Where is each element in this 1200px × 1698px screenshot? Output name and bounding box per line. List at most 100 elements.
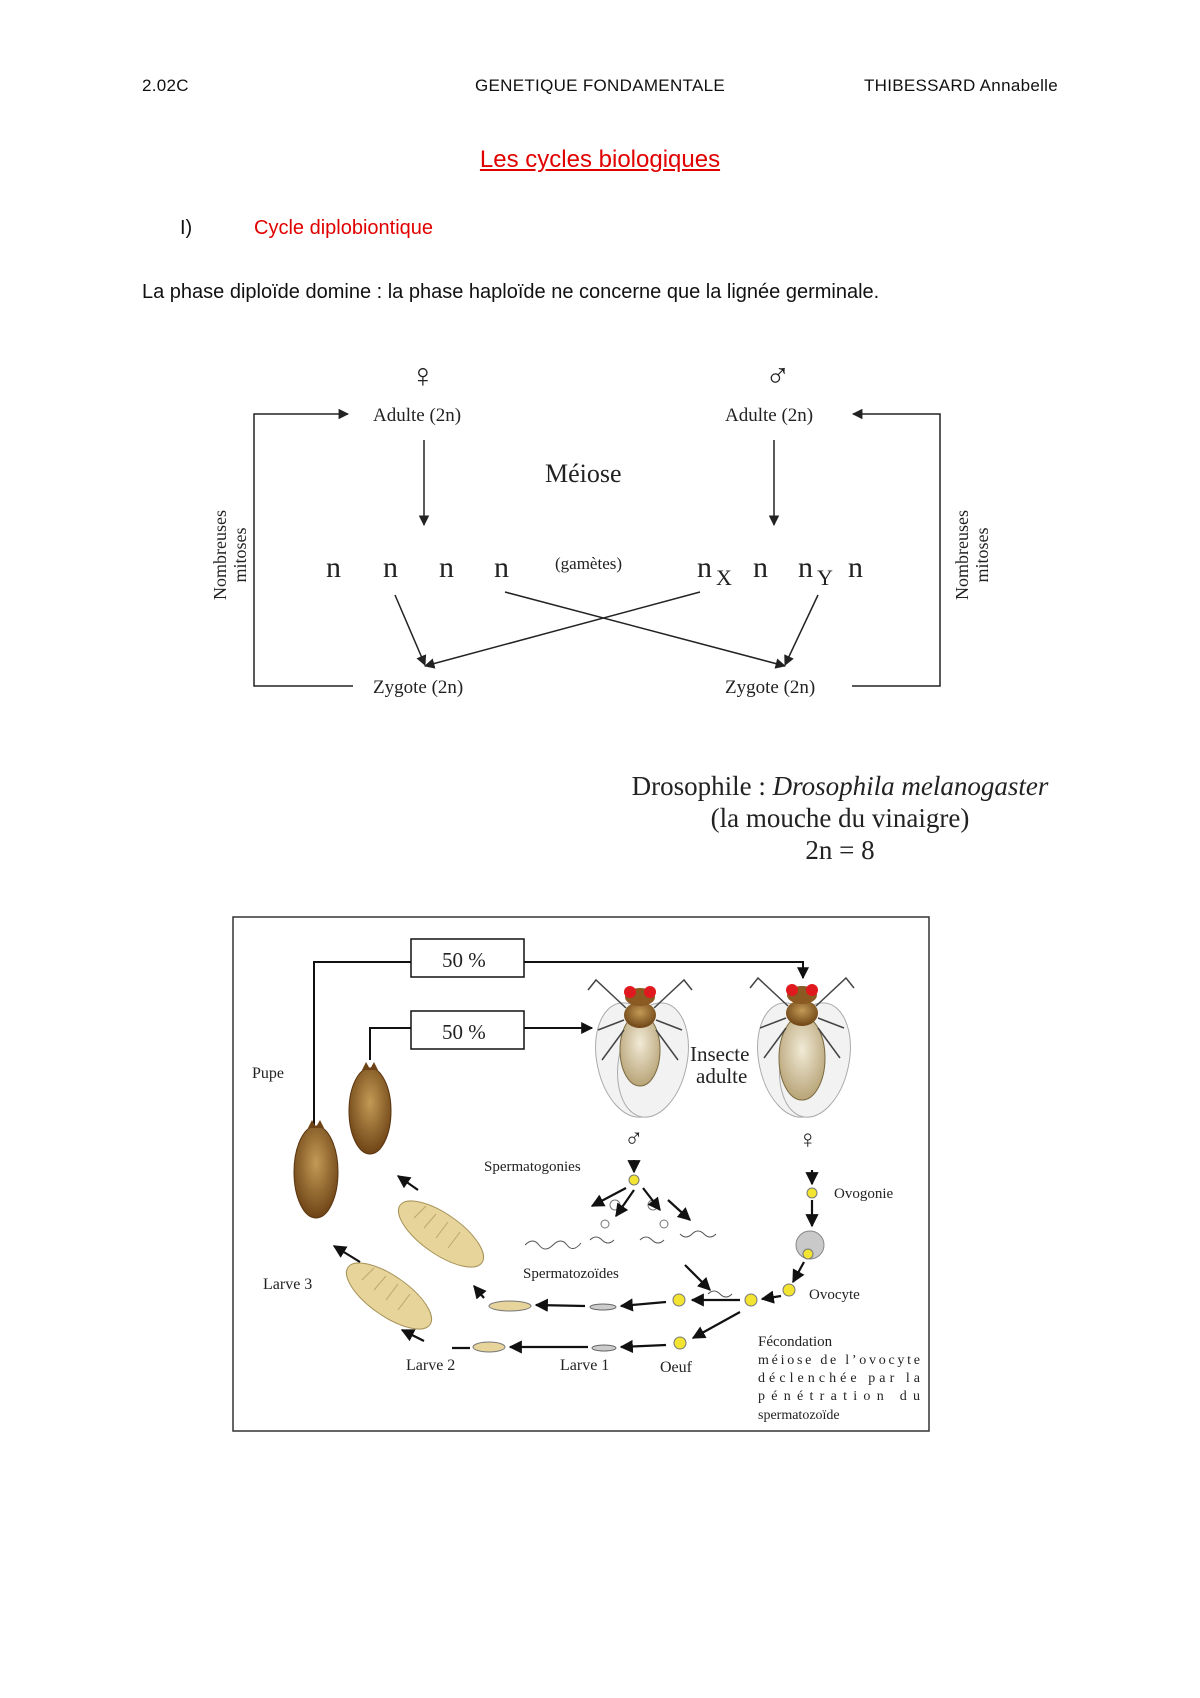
cycle-arrow (667, 1199, 691, 1221)
cycle-arrow (534, 1298, 586, 1312)
page-title: Les cycles biologiques (479, 146, 721, 173)
cycle-arrow (760, 1290, 782, 1304)
mitoses-label-right: Nombreuses (952, 510, 972, 600)
fecondation-detail: déclenchée par la (758, 1371, 921, 1386)
pupa-to-female-line (524, 961, 809, 980)
larva-1-icon (591, 1344, 617, 1352)
mitoses-label-right: mitoses (972, 527, 992, 582)
figure-frame (232, 916, 930, 1432)
larva-icon (345, 1262, 433, 1330)
gamete-female: n (326, 551, 341, 584)
diplobiontic-cycle-diagram: ♀ ♂ Adulte (2n) Adulte (2n) Méiose n n n… (210, 358, 992, 698)
header-author: THIBESSARD Annabelle (863, 76, 1058, 95)
fecondation-detail: pénétration du (758, 1389, 920, 1404)
cycle-arrow (473, 1284, 487, 1300)
fertilization-arrow (423, 591, 701, 669)
spermatozoides-label: Spermatozoïdes (523, 1266, 619, 1282)
drosophila-common-name: Drosophile : (631, 771, 773, 801)
larva-2-icon (472, 1341, 506, 1353)
zygote-left-label: Zygote (2n) (373, 677, 463, 698)
insecte-label: Insecte (690, 1042, 749, 1066)
cycle-arrow (590, 1187, 627, 1207)
intro-text: La phase diploïde domine : la phase hapl… (142, 281, 880, 303)
male-symbol-fly: ♂ (624, 1124, 644, 1153)
meiosis-label: Méiose (545, 459, 622, 488)
percent-top: 50 % (442, 948, 486, 972)
x-subscript: X (716, 565, 732, 590)
y-subscript: Y (817, 565, 833, 590)
fertilization-arrow (784, 594, 819, 666)
drosophila-latin-name: Drosophila melanogaster (772, 771, 1049, 801)
fertilization-arrow (394, 594, 427, 666)
cycle-arrow (615, 1189, 635, 1218)
section-number: I) (180, 217, 193, 239)
fertilization-arrow (504, 591, 787, 669)
percent-box-mid (410, 1010, 525, 1050)
gamete-male-y: n (798, 551, 813, 584)
spermatogonia-icon (628, 1174, 640, 1186)
mitoses-label-left: Nombreuses (210, 510, 230, 600)
female-fly-icon (749, 976, 855, 1118)
zygote-right-label: Zygote (2n) (725, 677, 815, 698)
female-symbol: ♀ (410, 358, 436, 395)
egg-icon (672, 1293, 686, 1307)
larve1-label: Larve 1 (560, 1357, 609, 1374)
oocyte-mature-icon (782, 1283, 796, 1297)
male-fly-icon (587, 978, 693, 1118)
fecondation-detail: spermatozoïde (758, 1408, 840, 1423)
cycle-arrow (400, 1329, 425, 1342)
drosophila-nickname: (la mouche du vinaigre) (710, 803, 970, 833)
larve3-label: Larve 3 (263, 1276, 312, 1293)
insecte-label: adulte (696, 1064, 747, 1088)
spermatogonies-label: Spermatogonies (484, 1159, 581, 1175)
fecondation-detail: méiose de l’ovocyte (758, 1353, 920, 1368)
fecondation-label: Fécondation (758, 1334, 833, 1350)
cycle-arrow (619, 1339, 667, 1354)
gametes-label: (gamètes) (555, 554, 622, 573)
gamete-male: n (753, 551, 768, 584)
cycle-arrow (619, 1298, 667, 1312)
gamete-female: n (494, 551, 509, 584)
ovogonie-label: Ovogonie (834, 1186, 894, 1202)
percent-box-top (410, 938, 525, 978)
pupe-label: Pupe (252, 1065, 284, 1082)
gamete-male: n (848, 551, 863, 584)
male-symbol: ♂ (765, 358, 791, 395)
pupa-to-female-line (313, 961, 411, 1128)
egg-icon (673, 1336, 687, 1350)
larva-2-icon (488, 1300, 532, 1312)
mitoses-label-left: mitoses (230, 527, 250, 582)
larva-icon (397, 1200, 485, 1268)
pupa-to-male-line (369, 1027, 411, 1060)
cycle-arrow (792, 1261, 805, 1284)
cycle-arrow (396, 1175, 419, 1191)
cycle-arrow (332, 1245, 361, 1263)
header-course: GENETIQUE FONDAMENTALE (475, 76, 725, 95)
gamete-female: n (383, 551, 398, 584)
right-loop-line (851, 408, 941, 687)
cycle-arrow (684, 1264, 711, 1291)
section-title: Cycle diplobiontique (254, 217, 434, 239)
male-adult-label: Adulte (2n) (725, 405, 813, 426)
pupa-icon (293, 1120, 339, 1219)
percent-mid: 50 % (442, 1020, 486, 1044)
oeuf-label: Oeuf (660, 1359, 693, 1376)
drosophila-chromosomes: 2n = 8 (805, 835, 875, 865)
larve2-label: Larve 2 (406, 1357, 455, 1374)
cycle-arrow (691, 1311, 741, 1339)
oocyte-nucleus-icon (802, 1248, 814, 1260)
drosophila-caption: Drosophile : Drosophila melanogaster (la… (610, 770, 1070, 866)
gamete-female: n (439, 551, 454, 584)
larva-1-icon (589, 1303, 617, 1311)
ovocyte-label: Ovocyte (809, 1287, 860, 1303)
cycle-arrow (642, 1187, 661, 1212)
pupa-icon (348, 1062, 392, 1155)
gamete-male-x: n (697, 551, 712, 584)
spermatid-icons (524, 1199, 733, 1298)
fertilized-egg-icon (744, 1293, 758, 1307)
left-loop-line (253, 408, 353, 687)
female-adult-label: Adulte (2n) (373, 405, 461, 426)
female-symbol-fly: ♀ (798, 1125, 818, 1154)
ovogonia-icon (806, 1187, 818, 1199)
